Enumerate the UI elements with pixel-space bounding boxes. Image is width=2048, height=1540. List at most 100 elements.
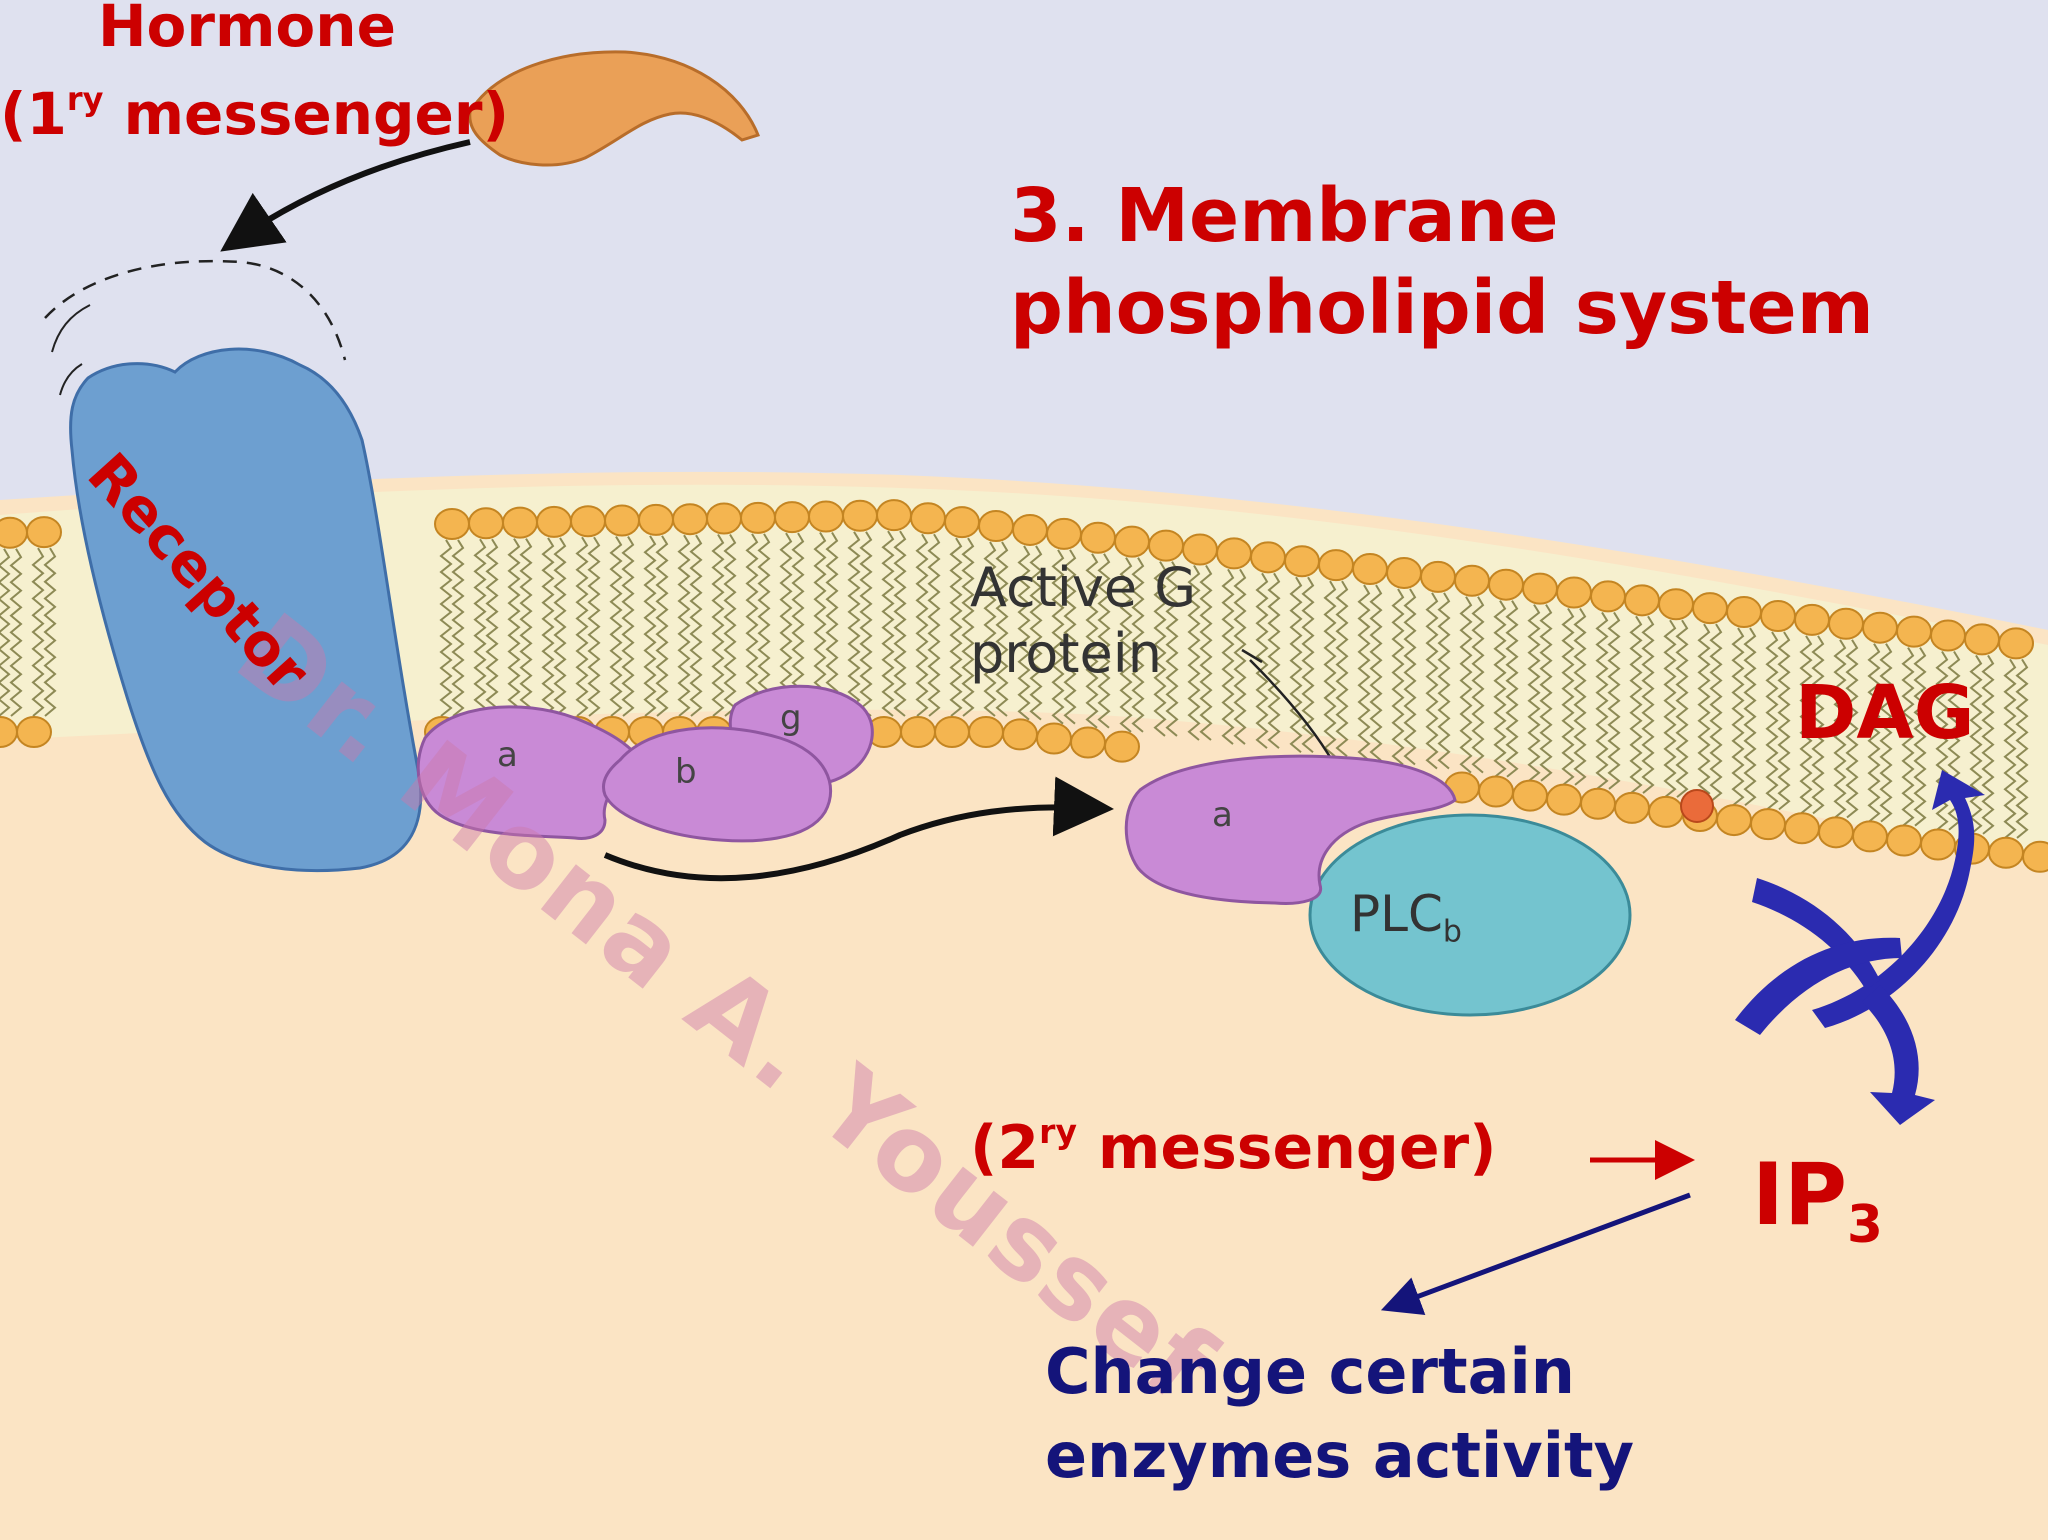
lipid-tail bbox=[859, 531, 873, 717]
lipid-head bbox=[1386, 556, 1422, 589]
lipid-head bbox=[468, 507, 504, 540]
ip3-label-text: IP bbox=[1752, 1145, 1848, 1245]
lipid-tail bbox=[1879, 643, 1893, 823]
lipid-tail bbox=[43, 547, 57, 717]
lipid-tail bbox=[1017, 545, 1031, 721]
lipid-tail bbox=[1391, 588, 1405, 766]
lipid-head bbox=[1896, 615, 1932, 648]
lipid-tail bbox=[745, 533, 759, 717]
effect-label: Change certain enzymes activity bbox=[1045, 1330, 1634, 1498]
lipid-tail bbox=[1301, 576, 1315, 754]
lipid-head bbox=[706, 502, 742, 535]
g-alpha-subunit-active bbox=[1124, 754, 1457, 905]
lipid-head bbox=[1862, 611, 1898, 644]
lipid-tail bbox=[9, 548, 23, 717]
plc-enzyme bbox=[1308, 813, 1632, 1017]
lipid-head bbox=[1420, 560, 1456, 593]
lipid-tail bbox=[1369, 584, 1383, 762]
lipid-tail bbox=[1777, 631, 1791, 811]
ip3-label: IP3 bbox=[1752, 1145, 1883, 1255]
lipid-head bbox=[1488, 568, 1524, 601]
lipid-head bbox=[1546, 783, 1582, 816]
lipid-head bbox=[1284, 545, 1320, 578]
lipid-tail bbox=[927, 533, 941, 717]
lipid-head bbox=[570, 505, 606, 538]
lipid-tail bbox=[1505, 600, 1519, 778]
lipid-head bbox=[1216, 537, 1252, 570]
lipid-tail bbox=[1063, 549, 1077, 725]
binding-site-outline bbox=[44, 259, 347, 361]
lipid-tail bbox=[1335, 580, 1349, 758]
lipid-tail bbox=[757, 533, 771, 717]
dag-lipid-head bbox=[1680, 789, 1714, 823]
g-protein-label-line1: Active G bbox=[970, 556, 1197, 619]
effect-arrow bbox=[1380, 1192, 1691, 1316]
slide-title-line1: 3. Membrane bbox=[1010, 173, 1559, 259]
lipid-head bbox=[2022, 840, 2048, 873]
lipid-tail bbox=[1799, 635, 1813, 815]
lipid-tail bbox=[473, 538, 487, 717]
lipid-tail bbox=[1709, 623, 1723, 802]
lipid-tail bbox=[1187, 564, 1201, 741]
plc-label-sub: b bbox=[1442, 914, 1462, 950]
lipid-tails bbox=[0, 530, 2029, 839]
lipid-tail bbox=[1221, 568, 1235, 745]
lipid-head bbox=[1828, 607, 1864, 640]
lipid-tail bbox=[1029, 545, 1043, 721]
swirl-lower-right bbox=[1862, 985, 1935, 1125]
slide-title: 3. Membrane phospholipid system bbox=[1010, 170, 1874, 354]
g-alpha-letter: a bbox=[497, 735, 518, 775]
lipid-head bbox=[1250, 541, 1286, 574]
lipid-tail bbox=[1675, 619, 1689, 798]
lipid-tail bbox=[995, 541, 1009, 717]
lipid-head bbox=[1852, 820, 1888, 853]
activation-arrow bbox=[603, 776, 1114, 882]
lipid-tail bbox=[881, 530, 895, 717]
lipid-tail bbox=[893, 530, 907, 717]
lipid-head bbox=[910, 502, 946, 535]
lipid-head bbox=[1046, 517, 1082, 550]
lipid-tail bbox=[1901, 647, 1915, 827]
lipid-tail bbox=[1867, 643, 1881, 823]
lipid-head bbox=[16, 716, 52, 748]
lipid-head bbox=[1760, 599, 1796, 632]
lipid-tail bbox=[2003, 658, 2017, 839]
lipid-tail bbox=[1425, 592, 1439, 770]
lipid-head bbox=[1002, 718, 1038, 751]
plc-label: PLCb bbox=[1350, 885, 1462, 950]
lipid-tail bbox=[1641, 615, 1655, 794]
g-beta-subunit bbox=[602, 726, 833, 843]
lipid-tail bbox=[587, 536, 601, 717]
ip3-label-sub: 3 bbox=[1847, 1195, 1883, 1256]
lipid-tail bbox=[1811, 635, 1825, 815]
lipid-tail bbox=[1969, 654, 1983, 835]
lipid-tail bbox=[575, 536, 589, 717]
lipid-head bbox=[604, 504, 640, 537]
lipid-tail bbox=[1607, 611, 1621, 790]
effect-label-line1: Change certain bbox=[1045, 1335, 1575, 1408]
lipid-tail bbox=[1459, 596, 1473, 774]
hormone-role-prefix: (1 bbox=[0, 80, 67, 148]
g-protein-label-line2: protein bbox=[970, 622, 1162, 685]
lipid-head bbox=[1614, 791, 1650, 824]
lipid-tail bbox=[1131, 557, 1145, 733]
lipid-head bbox=[1012, 513, 1048, 546]
lipid-head bbox=[1930, 619, 1966, 652]
lipid-head bbox=[1454, 564, 1490, 597]
lipid-tail bbox=[1267, 572, 1281, 749]
lipid-tail bbox=[825, 531, 839, 717]
slide-title-line2: phospholipid system bbox=[1010, 265, 1874, 351]
lipid-head bbox=[672, 503, 708, 536]
lipid-head bbox=[968, 716, 1004, 748]
lipid-tail bbox=[31, 547, 45, 717]
lipid-tail bbox=[1629, 615, 1643, 794]
lipid-head bbox=[1104, 730, 1140, 763]
lipid-head bbox=[1920, 828, 1956, 861]
lipid-head bbox=[1886, 824, 1922, 857]
lipid-head bbox=[900, 716, 936, 748]
lipid-head bbox=[1964, 623, 2000, 656]
lipid-tail bbox=[1845, 639, 1859, 819]
lipid-tail bbox=[1731, 627, 1745, 807]
lipid-head bbox=[1818, 816, 1854, 849]
